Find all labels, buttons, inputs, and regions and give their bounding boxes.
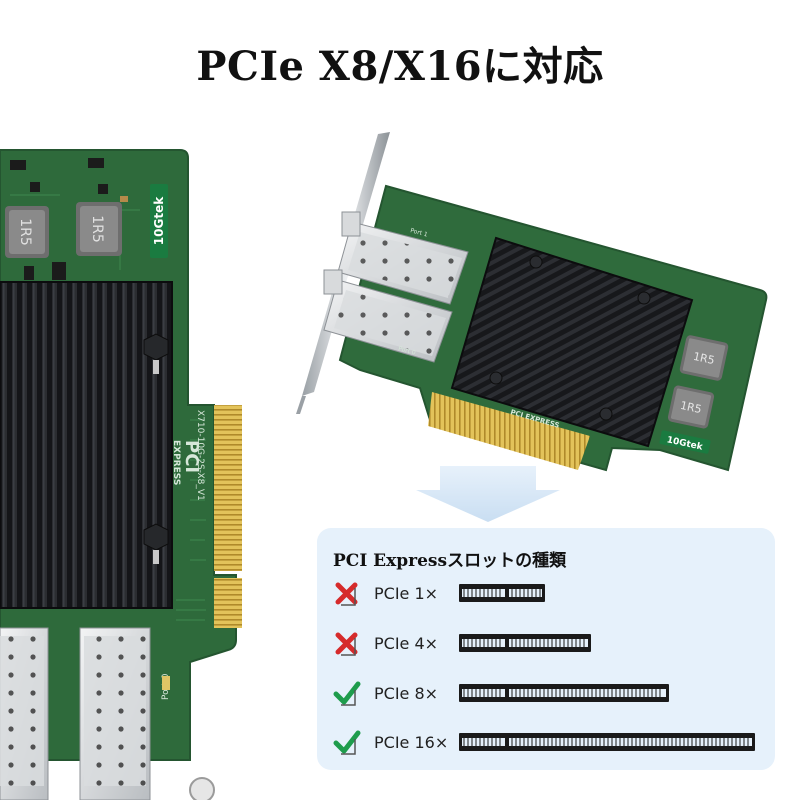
check-icon — [333, 730, 361, 755]
closeup-card: 1R5 1R5 10Gtek PCI EXPRESS X710-10G- — [0, 149, 242, 800]
legend-label: PCIe 1× — [374, 584, 439, 603]
legend-label: PCIe 4× — [374, 634, 439, 653]
legend-label: PCIe 8× — [374, 684, 439, 703]
legend-row-pcie1: PCIe 1× — [317, 578, 775, 610]
pcie-x16-slot-icon — [459, 733, 755, 751]
svg-text:1R5: 1R5 — [17, 218, 33, 246]
legend-label: PCIe 16× — [374, 733, 449, 752]
legend-title: PCI Expressスロットの種類 — [333, 551, 567, 571]
svg-text:X710-10G-2S-X8_V1: X710-10G-2S-X8_V1 — [195, 410, 205, 501]
legend-row-pcie16: PCIe 16× — [317, 727, 775, 759]
svg-text:PCI: PCI — [181, 440, 202, 473]
angled-card: 1R5 1R5 10Gtek Port 1 Port 0 PCI EXPRESS — [296, 132, 768, 472]
closeup-brand-logo: 10Gtek — [152, 196, 166, 245]
down-arrow-icon — [416, 466, 560, 522]
svg-text:Port 1: Port 1 — [409, 227, 428, 238]
legend-row-pcie4: PCIe 4× — [317, 628, 775, 660]
pcie-x8-slot-icon — [459, 684, 669, 702]
cross-icon — [335, 632, 358, 656]
check-icon — [333, 681, 361, 706]
pcie-x1-slot-icon — [459, 584, 545, 602]
svg-text:Port 0: Port 0 — [397, 345, 416, 356]
svg-text:EXPRESS: EXPRESS — [171, 440, 181, 485]
legend-row-pcie8: PCIe 8× — [317, 678, 775, 710]
pcie-x4-slot-icon — [459, 634, 591, 652]
slot-legend-panel: PCI Expressスロットの種類 PCIe 1× PCIe 4× — [317, 528, 775, 770]
cross-icon — [335, 582, 358, 606]
page-title: PCIe X8/X16に対応 — [196, 43, 604, 90]
svg-text:1R5: 1R5 — [692, 350, 716, 367]
svg-text:1R5: 1R5 — [89, 215, 105, 243]
svg-text:1R5: 1R5 — [679, 399, 703, 416]
